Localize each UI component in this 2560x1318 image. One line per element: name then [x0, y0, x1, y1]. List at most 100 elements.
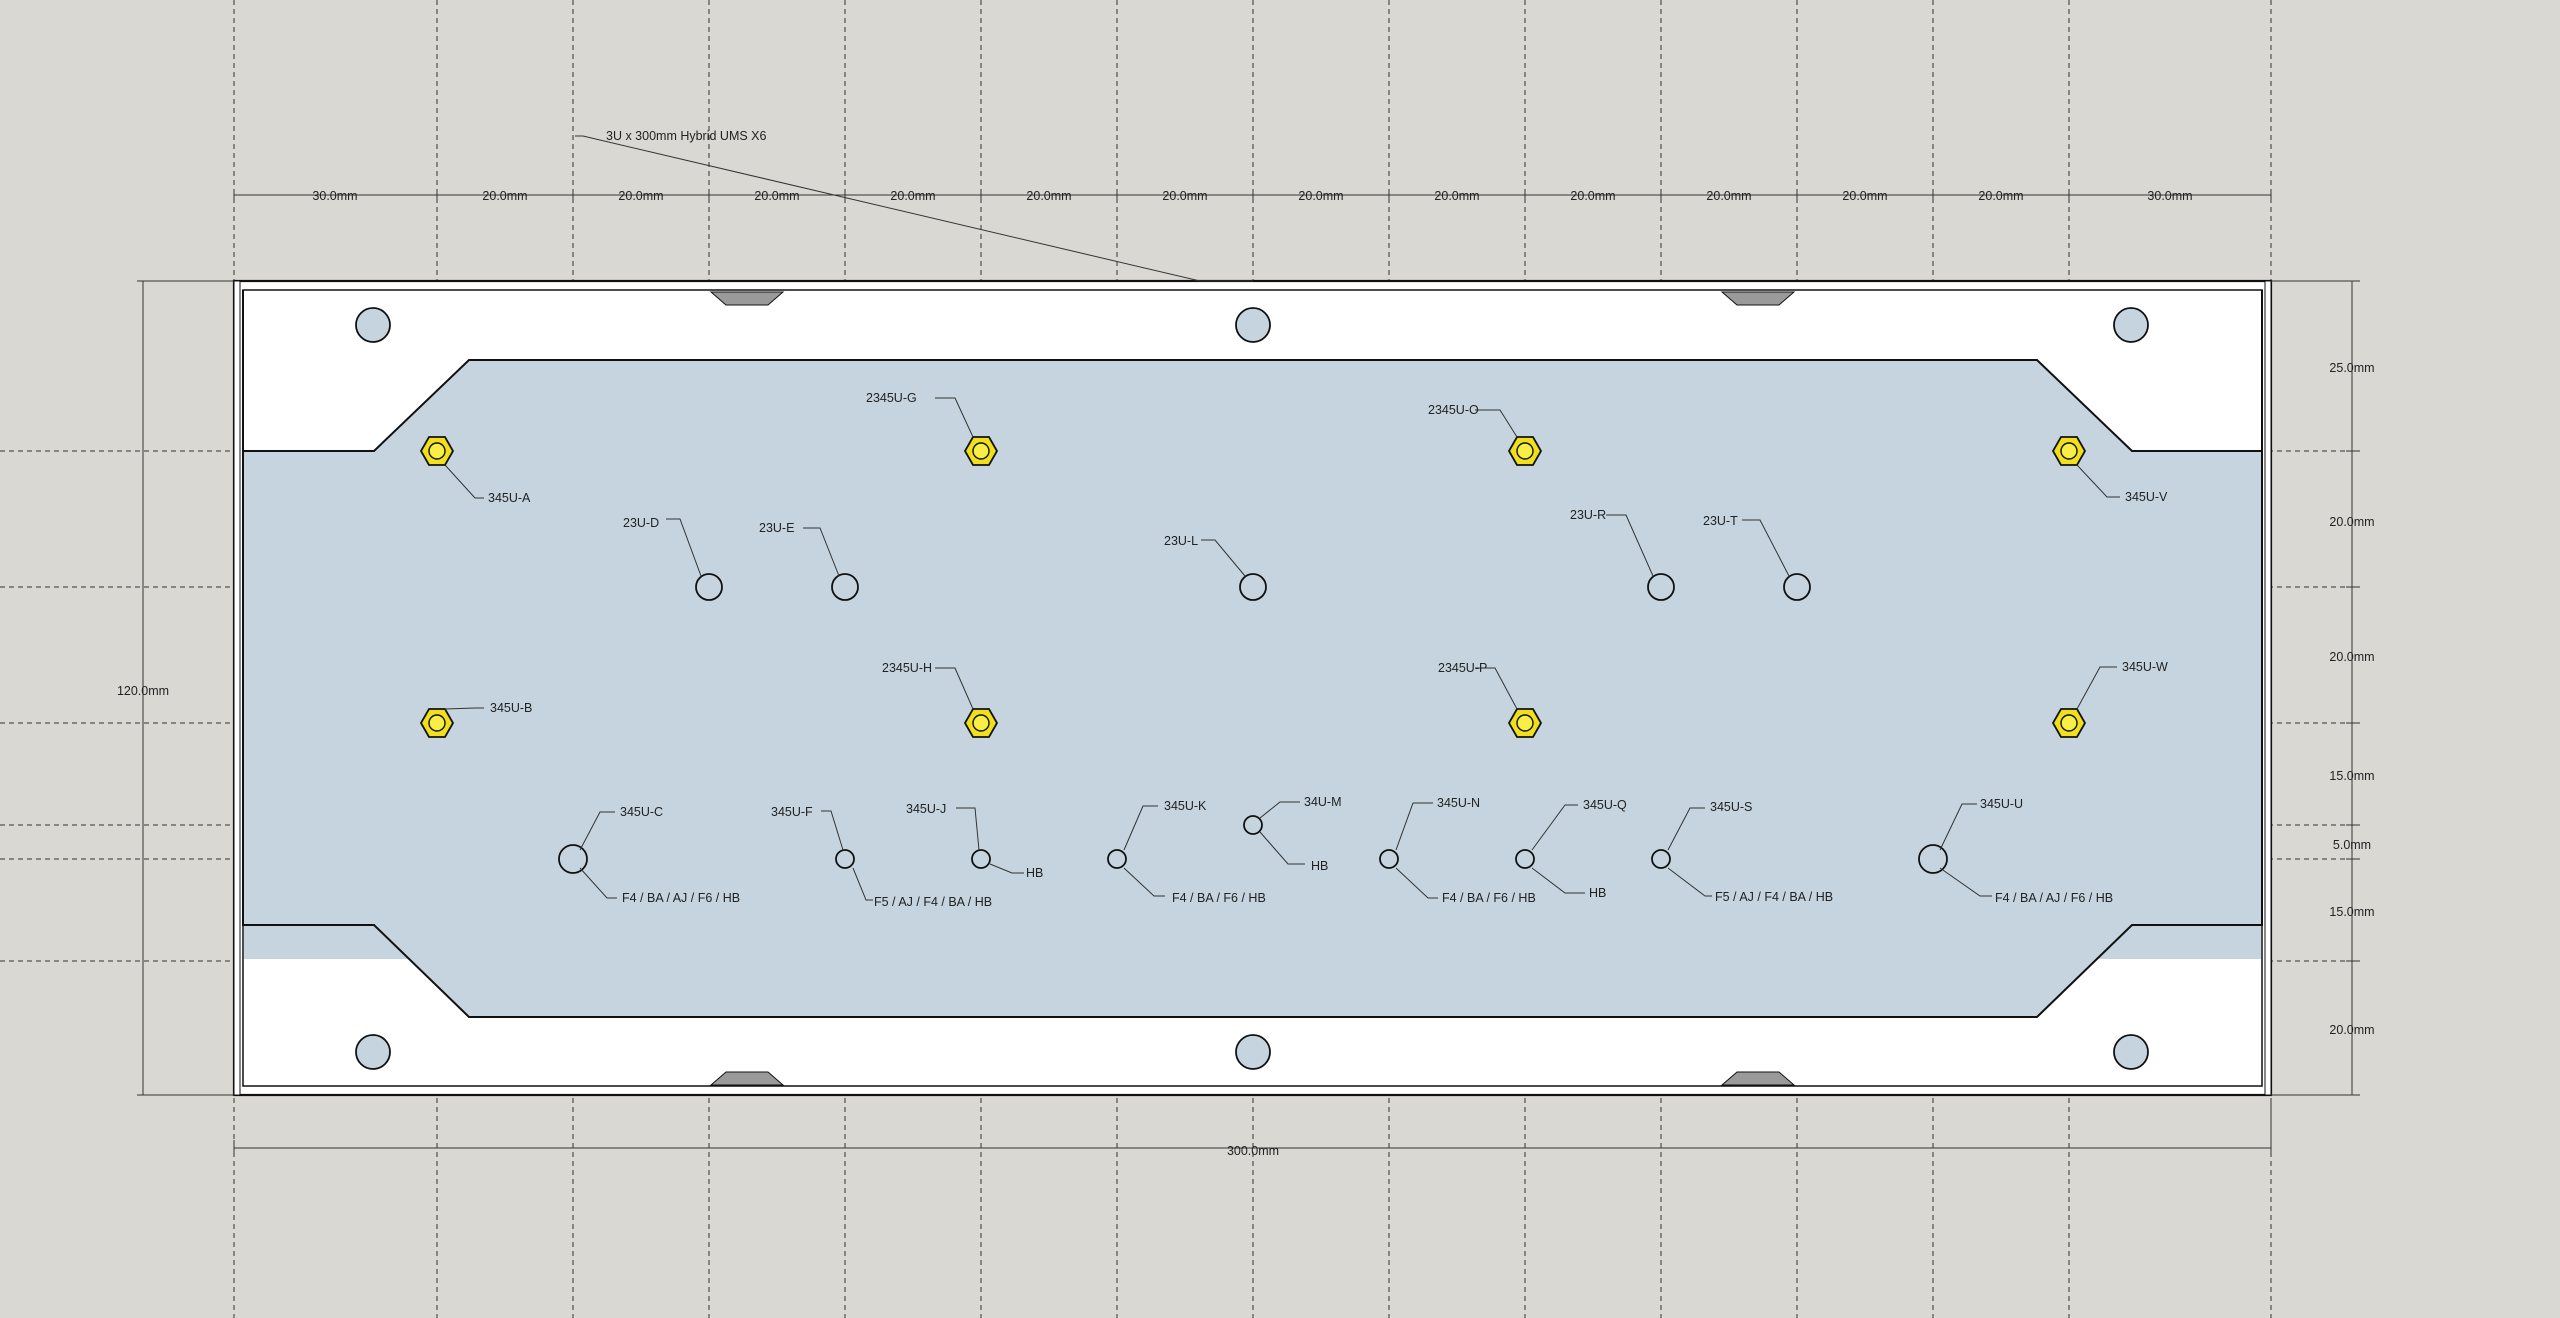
label-r: 23U-R — [1570, 508, 1606, 522]
label-k-note: F4 / BA / F6 / HB — [1172, 891, 1266, 905]
hole-f — [835, 849, 855, 869]
right-dimensions: 25.0mm 20.0mm 20.0mm 15.0mm 5.0mm 15.0mm… — [2271, 280, 2375, 1096]
part-labels: 3U x 300mm Hybrid UMS X6 345U-A 345U-B 3… — [488, 129, 2168, 909]
top-dim-6: 20.0mm — [1026, 189, 1071, 203]
top-dim-2: 20.0mm — [482, 189, 527, 203]
hole-e — [831, 573, 859, 601]
hole-d — [695, 573, 723, 601]
hole-k — [1107, 849, 1127, 869]
hole-q — [1515, 849, 1535, 869]
hole-j — [971, 849, 991, 869]
right-dimension-ticks — [2271, 280, 2360, 1096]
standoff-o — [1507, 436, 1543, 466]
left-dim-label: 120.0mm — [117, 684, 169, 698]
bottom-notch-left — [709, 1071, 785, 1086]
label-g: 2345U-G — [866, 391, 917, 405]
mount-hole-top-center — [1235, 307, 1271, 343]
top-dim-3: 20.0mm — [618, 189, 663, 203]
top-notch-left — [709, 291, 785, 306]
right-dim-1: 25.0mm — [2329, 361, 2374, 375]
top-dim-11: 20.0mm — [1706, 189, 1751, 203]
top-dim-9: 20.0mm — [1434, 189, 1479, 203]
hole-c — [558, 844, 588, 874]
label-n-note: F4 / BA / F6 / HB — [1442, 891, 1536, 905]
hole-s — [1651, 849, 1671, 869]
mount-hole-bottom-right — [2113, 1034, 2149, 1070]
mount-hole-bottom-center — [1235, 1034, 1271, 1070]
top-dim-10: 20.0mm — [1570, 189, 1615, 203]
label-m-note: HB — [1311, 859, 1328, 873]
label-c-note: F4 / BA / AJ / F6 / HB — [622, 891, 740, 905]
standoff-p — [1507, 708, 1543, 738]
label-m: 34U-M — [1304, 795, 1342, 809]
label-h: 2345U-H — [882, 661, 932, 675]
hole-r — [1647, 573, 1675, 601]
right-edge-strip — [2264, 280, 2272, 1096]
standoff-g — [963, 436, 999, 466]
left-edge-strip — [233, 280, 241, 1096]
label-a: 345U-A — [488, 491, 531, 505]
plate — [232, 279, 2273, 1097]
label-v: 345U-V — [2125, 490, 2168, 504]
label-q: 345U-Q — [1583, 798, 1627, 812]
label-s-note: F5 / AJ / F4 / BA / HB — [1715, 890, 1833, 904]
mount-hole-top-right — [2113, 307, 2149, 343]
top-dim-4: 20.0mm — [754, 189, 799, 203]
label-u: 345U-U — [1980, 797, 2023, 811]
hole-l — [1239, 573, 1267, 601]
label-j: 345U-J — [906, 802, 946, 816]
top-notch-right — [1720, 291, 1796, 306]
bottom-dim-label: 300.0mm — [1227, 1144, 1279, 1158]
top-dim-1: 30.0mm — [312, 189, 357, 203]
standoff-w — [2051, 708, 2087, 738]
label-l: 23U-L — [1164, 534, 1198, 548]
label-b: 345U-B — [490, 701, 532, 715]
leader-lines — [444, 135, 2120, 901]
label-t: 23U-T — [1703, 514, 1738, 528]
label-p: 2345U-P — [1438, 661, 1487, 675]
label-e: 23U-E — [759, 521, 794, 535]
bottom-dimension: 300.0mm — [233, 1100, 2272, 1158]
hole-t — [1783, 573, 1811, 601]
bottom-notch-right — [1720, 1071, 1796, 1086]
standoff-v — [2051, 436, 2087, 466]
mount-hole-top-left — [355, 307, 391, 343]
right-dim-6: 15.0mm — [2329, 905, 2374, 919]
label-k: 345U-K — [1164, 799, 1207, 813]
label-u-note: F4 / BA / AJ / F6 / HB — [1995, 891, 2113, 905]
hole-m — [1243, 815, 1263, 835]
label-o: 2345U-O — [1428, 403, 1479, 417]
plate-center-polygon — [242, 359, 2263, 1018]
top-dimension-ticks — [233, 189, 2272, 201]
label-j-note: HB — [1026, 866, 1043, 880]
holes — [558, 573, 1948, 874]
standoff-b — [419, 708, 455, 738]
label-s: 345U-S — [1710, 800, 1752, 814]
label-n: 345U-N — [1437, 796, 1480, 810]
label-q-note: HB — [1589, 886, 1606, 900]
top-dim-7: 20.0mm — [1162, 189, 1207, 203]
right-dim-3: 20.0mm — [2329, 650, 2374, 664]
mounting-holes — [355, 307, 2149, 1070]
label-w: 345U-W — [2122, 660, 2168, 674]
right-dim-2: 20.0mm — [2329, 515, 2374, 529]
top-dim-14: 30.0mm — [2147, 189, 2192, 203]
right-dim-4: 15.0mm — [2329, 769, 2374, 783]
standoff-h — [963, 708, 999, 738]
label-d: 23U-D — [623, 516, 659, 530]
hole-u — [1918, 844, 1948, 874]
top-dimensions: 30.0mm 20.0mm 20.0mm 20.0mm 20.0mm 20.0m… — [233, 189, 2272, 203]
right-dim-7: 20.0mm — [2329, 1023, 2374, 1037]
label-f: 345U-F — [771, 805, 813, 819]
label-c: 345U-C — [620, 805, 663, 819]
top-dim-5: 20.0mm — [890, 189, 935, 203]
top-dim-8: 20.0mm — [1298, 189, 1343, 203]
label-f-note: F5 / AJ / F4 / BA / HB — [874, 895, 992, 909]
top-dim-12: 20.0mm — [1842, 189, 1887, 203]
top-dim-13: 20.0mm — [1978, 189, 2023, 203]
hole-n — [1379, 849, 1399, 869]
standoff-a — [419, 436, 455, 466]
title-label: 3U x 300mm Hybrid UMS X6 — [606, 129, 767, 143]
left-dimension: 120.0mm — [117, 280, 234, 1096]
